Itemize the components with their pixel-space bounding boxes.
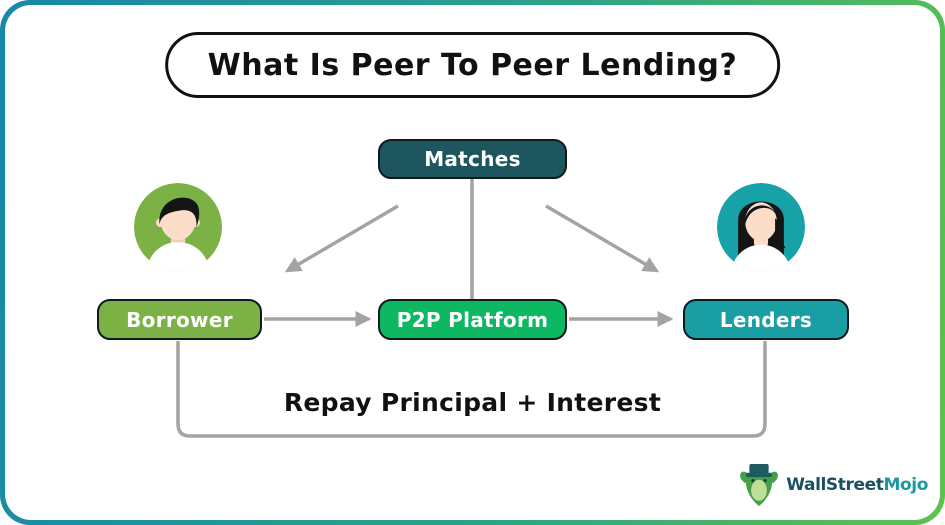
lender-hair-strand [775,218,786,249]
node-matches: Matches [378,139,567,179]
arrow-matches-to-borrower [284,204,399,273]
borrower-avatar [134,183,222,271]
node-borrower: Borrower [97,299,262,340]
page-title: What Is Peer To Peer Lending? [164,32,781,98]
lender-shirt [731,244,791,271]
logo-text-wallstreet: WallStreet [786,475,884,495]
lender-avatar [717,183,805,271]
lender-face [745,202,777,242]
node-lenders-label: Lenders [719,307,813,332]
wallstreetmojo-logo: WallStreetMojo [738,462,928,508]
logo-wordmark: WallStreetMojo [786,475,928,495]
node-p2p-platform-label: P2P Platform [396,307,549,332]
line-borrower-repay-lenders [176,341,767,438]
bull-hat-brim [746,472,773,478]
node-matches-label: Matches [424,147,521,171]
bull-mascot-icon [740,464,779,506]
node-borrower-label: Borrower [126,307,233,332]
connector-arrows [176,179,767,438]
card-body: What Is Peer To Peer Lending? [5,5,940,520]
node-p2p-platform: P2P Platform [378,299,567,340]
arrow-matches-to-lenders [545,204,660,273]
logo-text-mojo: Mojo [883,475,928,495]
borrower-hair [159,197,200,227]
borrower-shirt [146,241,210,271]
bull-eye-left [751,479,755,483]
repay-caption: Repay Principal + Interest [283,388,662,417]
node-lenders: Lenders [683,299,849,340]
bull-eye-right [763,479,767,483]
bull-snout [751,479,768,501]
bull-hat-top [749,464,769,474]
lender-hair-front [744,205,779,229]
